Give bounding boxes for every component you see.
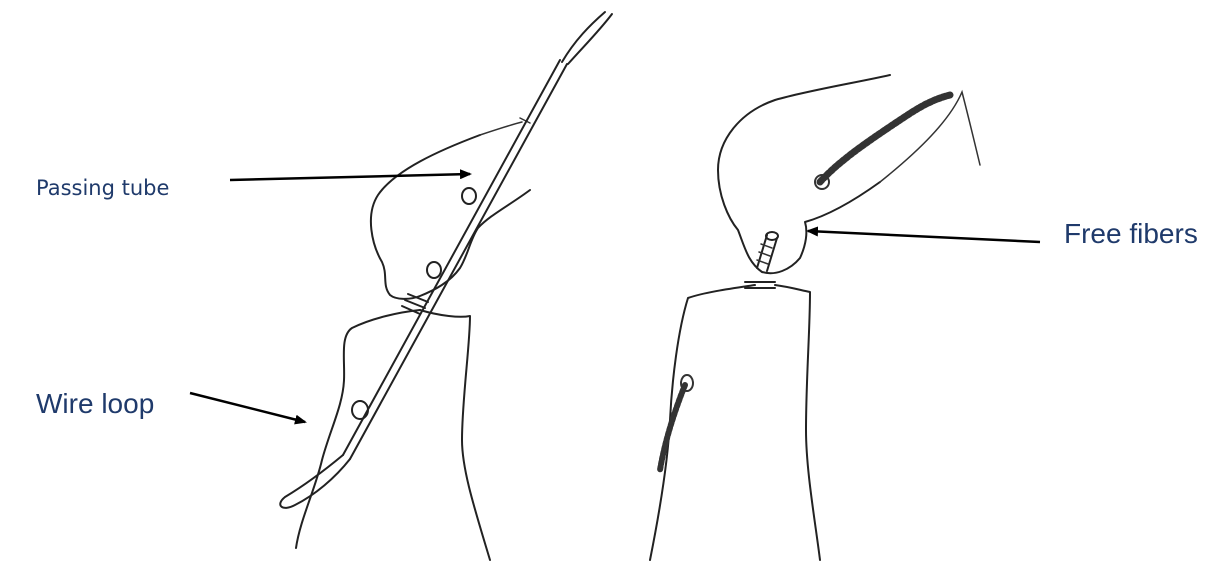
passing-tube-arrow — [230, 174, 470, 180]
wire-loop-arrow — [190, 393, 305, 422]
right-lower-suture — [660, 385, 685, 470]
wire-loop-label: Wire loop — [36, 388, 154, 420]
right-bone-illustration — [650, 75, 980, 560]
tube-ring-1 — [462, 188, 476, 204]
tube-ring-3 — [352, 401, 368, 419]
passing-tube-edge-a — [343, 60, 560, 455]
left-upper-fiber-1 — [480, 122, 522, 135]
tube-ring-2 — [427, 262, 441, 278]
tube-tip-wire — [562, 12, 612, 64]
right-braided-suture — [820, 95, 950, 182]
left-lower-bone-right-edge — [420, 310, 490, 560]
right-upper-bone-outline — [718, 75, 890, 273]
passing-tube-label: Passing tube — [36, 176, 169, 200]
left-bone-illustration — [280, 12, 612, 560]
right-lower-bone-outline — [650, 285, 755, 560]
free-fibers-label: Free fibers — [1064, 218, 1198, 250]
right-lower-bone-right-edge — [775, 285, 820, 560]
free-fibers-tube — [757, 232, 778, 271]
free-fibers-arrow — [808, 231, 1040, 242]
